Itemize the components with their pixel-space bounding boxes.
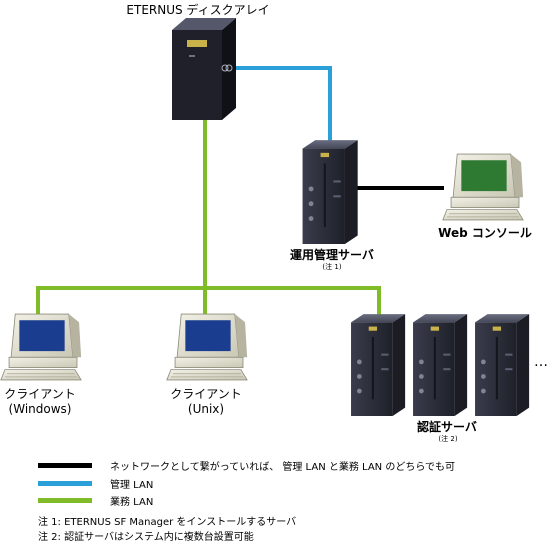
client-unix-label: クライアント [170,387,242,401]
management-server-icon [302,140,358,244]
auth-server-icon-3 [475,314,530,416]
legend-any-network-text: ネットワークとして繋がっていれば、 管理 LAN と業務 LAN のどちらでも可 [110,461,456,473]
auth-server-icon-2 [413,314,468,416]
legend-line-green [38,497,92,503]
client-windows-pc-icon [0,313,82,381]
legend-management-lan-text: 管理 LAN [110,479,154,491]
client-unix-sublabel: (Unix) [187,402,225,416]
more-servers-ellipsis: … [534,354,548,370]
legend-business-lan: 業務 LAN [38,492,153,508]
client-windows-sublabel: (Windows) [8,402,72,416]
legend-business-lan-text: 業務 LAN [110,496,154,508]
fujitsu-logo-badge [187,40,207,47]
storage-label: ETERNUS ディスクアレイ [126,3,270,17]
web-console-pc-icon [442,153,524,221]
management-server-label: 運用管理サーバ [290,248,374,262]
footnote-1: 注 1: ETERNUS SF Manager をインストールするサーバ [38,517,297,528]
legend-line-black [38,462,92,468]
auth-server-icon-1 [351,314,406,416]
legend-line-blue [38,480,92,486]
connections [36,66,444,318]
eternus-disk-array [172,18,236,120]
auth-server-label: 認証サーバ [417,420,477,434]
management-lan-line [232,66,332,142]
web-console-label: Web コンソール [438,226,532,240]
footnote-2: 注 2: 認証サーバはシステム内に複数台設置可能 [38,532,254,543]
auth-server-note: (注 2) [438,435,458,443]
client-windows-label: クライアント [4,387,76,401]
management-server-note: (注 1) [322,263,342,271]
client-unix-pc-icon [166,313,248,381]
legend-management-lan: 管理 LAN [38,475,153,491]
legend-any-network: ネットワークとして繋がっていれば、 管理 LAN と業務 LAN のどちらでも可 [38,457,455,473]
